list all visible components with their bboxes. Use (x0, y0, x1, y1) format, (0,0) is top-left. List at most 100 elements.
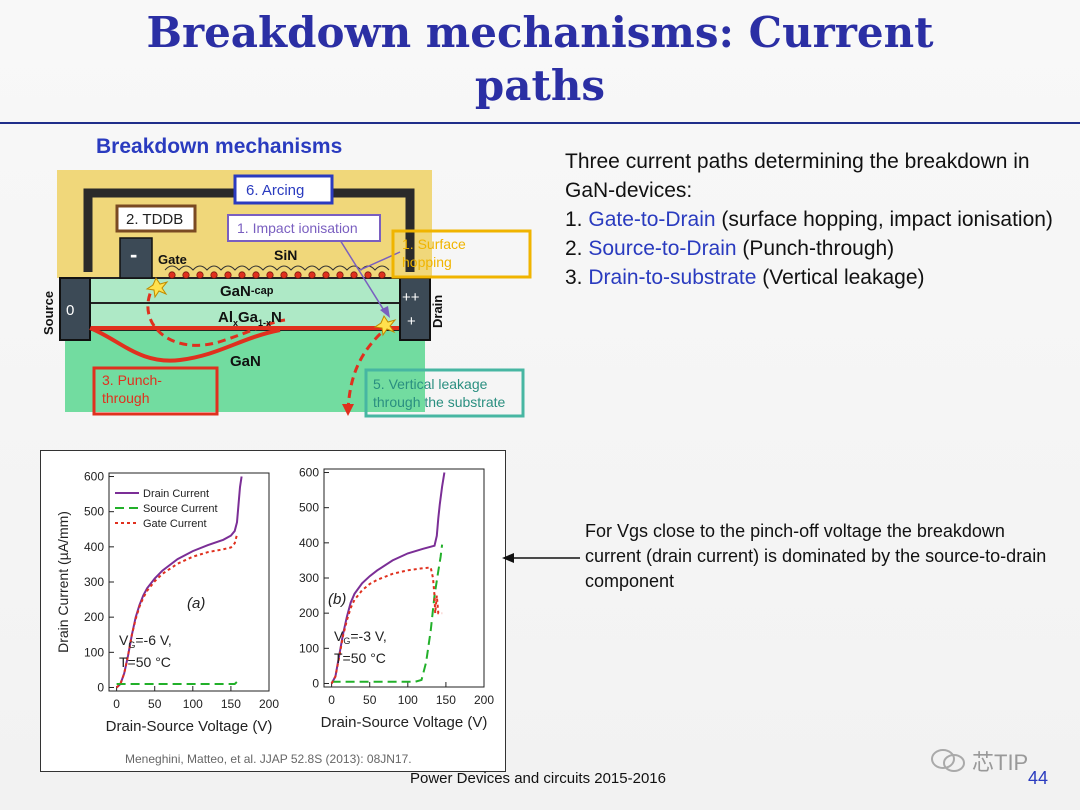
note-arrow-icon (502, 553, 580, 563)
gate-label: Gate (158, 252, 187, 267)
series-line-gate-current (330, 566, 443, 684)
breakdown-spark-icons (145, 276, 397, 337)
tddb-label: 2. TDDB (126, 211, 183, 228)
y-tick-label: 400 (299, 536, 319, 550)
slide-title-line1: Breakdown mechanisms: Current (146, 8, 934, 57)
impact-label: 1. Impact ionisation (237, 220, 358, 236)
item-key: Source-to-Drain (588, 237, 737, 260)
x-tick-label: 50 (148, 697, 162, 711)
x-tick-label: 0 (113, 697, 120, 711)
drain-charge-bottom: + (407, 313, 416, 330)
device-cross-section-diagram: 6. Arcing 2. TDDB 1. Impact ionisation 1… (41, 170, 532, 418)
item-rest: (surface hopping, impact ionisation) (715, 208, 1053, 231)
x-tick-label: 100 (183, 697, 203, 711)
item-number: 2. (565, 237, 583, 260)
vertical-leakage-arrowhead (342, 404, 354, 416)
impact-box (227, 214, 381, 242)
current-path-item: 1. Gate-to-Drain (surface hopping, impac… (565, 205, 1065, 234)
page-number: 44 (1028, 768, 1049, 788)
punch-through-path (89, 326, 281, 363)
item-number: 1. (565, 208, 583, 231)
x-axis-label: Drain-Source Voltage (V) (106, 718, 273, 735)
arcing-box (233, 174, 334, 205)
legend-entry: Drain Current (143, 488, 209, 500)
footer-text: Power Devices and circuits 2015-2016 (410, 770, 666, 787)
current-paths-intro: Three current paths determining the brea… (565, 150, 1030, 202)
y-tick-label: 200 (84, 610, 104, 624)
algan-label: AlxGa1-xN (218, 309, 282, 328)
arcing-label: 6. Arcing (246, 182, 304, 199)
gate-to-drain-path (146, 281, 286, 347)
current-paths-list: 1. Gate-to-Drain (surface hopping, impac… (565, 205, 1065, 292)
x-tick-label: 100 (398, 693, 418, 707)
y-tick-label: 0 (97, 680, 104, 694)
item-rest: (Vertical leakage) (756, 266, 925, 289)
impact-arrowhead (380, 306, 390, 318)
gate-contact (119, 237, 153, 279)
citation-text: Meneghini, Matteo, et al. JJAP 52.8S (20… (125, 752, 412, 766)
surface-hopping-box (391, 229, 532, 279)
y-tick-label: 500 (299, 501, 319, 515)
chat-bubble-icon (931, 749, 965, 772)
y-tick-label: 100 (299, 641, 319, 655)
y-tick-label: 300 (299, 571, 319, 585)
y-axis-label: Drain Current (µA/mm) (55, 511, 71, 653)
brand-text: 芯TIP (972, 750, 1029, 775)
x-tick-label: 150 (221, 697, 241, 711)
title-divider (0, 122, 1080, 124)
series-line-source-current (331, 544, 444, 683)
diagram-heading: Breakdown mechanisms (96, 135, 343, 158)
x-tick-label: 200 (474, 693, 494, 707)
impact-ionisation-arrow (339, 239, 386, 313)
legend-entry: Source Current (143, 503, 218, 515)
x-tick-label: 150 (436, 693, 456, 707)
punch-through-label1: 3. Punch- (102, 372, 162, 388)
panel-label: (a) (187, 595, 205, 612)
gan-cap-label: GaN-cap (220, 283, 274, 300)
note-text: For Vgs close to the pinch-off voltage t… (585, 521, 1047, 591)
current-path-item: 3. Drain-to-substrate (Vertical leakage) (565, 263, 1065, 292)
x-tick-label: 0 (328, 693, 335, 707)
punch-through-box (92, 366, 219, 416)
surface-hopping-label2: hopping (402, 254, 452, 270)
item-key: Gate-to-Drain (588, 208, 716, 231)
sin-label: SiN (274, 247, 297, 263)
panel-label: (b) (328, 591, 346, 608)
current-path-item: 2. Source-to-Drain (Punch-through) (565, 234, 1065, 263)
surface-trap-dots (168, 271, 386, 279)
vertical-leakage-label1: 5. Vertical leakage (373, 376, 488, 392)
y-tick-label: 200 (299, 606, 319, 620)
source-label: Source (41, 291, 56, 335)
y-tick-label: 600 (84, 470, 104, 484)
y-tick-label: 0 (312, 676, 319, 690)
algan-layer (89, 302, 401, 331)
condition-annotation-temp: T=50 °C (334, 650, 386, 666)
x-tick-label: 200 (259, 697, 279, 711)
item-rest: (Punch-through) (736, 237, 895, 260)
x-axis-label: Drain-Source Voltage (V) (321, 714, 488, 731)
gan-label: GaN (230, 353, 261, 370)
y-tick-label: 100 (84, 645, 104, 659)
condition-annotation: VG=-3 V, (334, 628, 387, 646)
tddb-box (115, 204, 197, 233)
series-line-source-current (116, 679, 240, 685)
y-tick-label: 500 (84, 505, 104, 519)
y-tick-label: 600 (299, 466, 319, 480)
drain-contact (399, 277, 431, 341)
series-line-gate-current (115, 534, 238, 689)
brand-watermark: 芯TIP (930, 745, 1028, 777)
current-paths-text: Three current paths determining the brea… (565, 147, 1065, 292)
condition-annotation-temp: T=50 °C (119, 654, 171, 670)
x-tick-label: 50 (363, 693, 377, 707)
drain-label: Drain (430, 295, 445, 328)
y-tick-label: 400 (84, 540, 104, 554)
gate-minus: - (130, 242, 137, 267)
item-number: 3. (565, 266, 583, 289)
series-line-drain-current (115, 476, 243, 689)
source-contact (59, 277, 91, 341)
punch-through-label2: through (102, 390, 149, 406)
slide-title: Breakdown mechanisms: Current paths (0, 6, 1080, 112)
slide-title-line2: paths (474, 61, 606, 110)
